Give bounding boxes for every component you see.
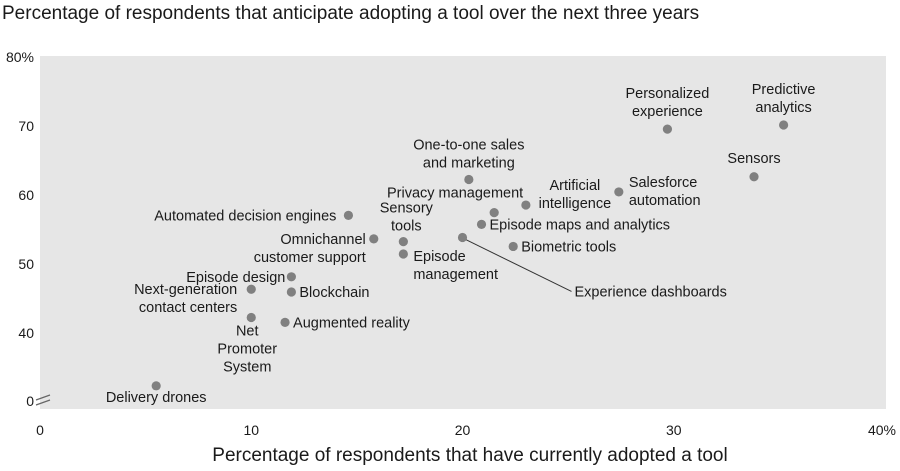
data-point-episode-maps-and-analytics <box>476 219 487 229</box>
data-point-blockchain <box>286 287 296 297</box>
data-point-artificial-intelligence <box>521 200 531 210</box>
y-tick-label: 70 <box>18 118 34 134</box>
leader-line-experience-dashboards <box>465 239 572 292</box>
point-label-automated-decision-engines: Automated decision engines <box>154 208 336 224</box>
point-label-privacy-management: Privacy management <box>387 186 523 202</box>
point-label-biometric-tools: Biometric tools <box>521 239 616 255</box>
data-point-omnichannel-customer-support <box>369 234 379 244</box>
data-point-privacy-management <box>489 208 499 218</box>
leader-lines <box>465 239 572 292</box>
data-point-augmented-reality <box>280 317 290 327</box>
data-point-one-to-one-sales-and-marketing <box>464 174 474 185</box>
data-point-delivery-drones <box>151 381 161 391</box>
y-tick-labels: 0 40 50 60 70 80% <box>6 49 34 409</box>
data-point-sensors <box>749 172 759 182</box>
data-point-episode-design <box>286 272 296 282</box>
x-tick-label: 0 <box>36 422 44 438</box>
point-label-delivery-drones: Delivery drones <box>106 390 207 406</box>
y-tick-label: 80% <box>6 49 34 65</box>
plot-area <box>40 56 886 409</box>
chart-title: Percentage of respondents that anticipat… <box>2 3 699 24</box>
point-label-episode-design: Episode design <box>186 270 285 286</box>
data-point-biometric-tools <box>508 241 518 252</box>
data-point-experience-dashboards <box>457 232 468 243</box>
x-tick-label: 40% <box>868 422 896 438</box>
data-point-salesforce-automation <box>614 187 624 197</box>
data-point-personalized-experience <box>662 124 673 134</box>
data-point-predictive-analytics <box>779 120 789 130</box>
x-tick-label: 30 <box>666 422 682 438</box>
x-tick-label: 10 <box>243 422 259 438</box>
data-points <box>151 120 789 391</box>
y-tick-label: 50 <box>18 256 34 272</box>
y-tick-label: 60 <box>18 187 34 203</box>
point-label-experience-dashboards: Experience dashboards <box>575 284 727 300</box>
y-tick-label: 40 <box>18 325 34 341</box>
data-point-episode-management <box>398 249 408 259</box>
point-label-episode-maps-and-analytics: Episode maps and analytics <box>490 217 671 233</box>
point-label-sensors: Sensors <box>727 151 780 167</box>
point-label-augmented-reality: Augmented reality <box>293 315 411 331</box>
point-label-blockchain: Blockchain <box>299 285 369 301</box>
data-point-sensory-tools <box>398 237 408 247</box>
data-point-automated-decision-engines <box>343 210 354 220</box>
x-tick-label: 20 <box>455 422 471 438</box>
x-axis-label: Percentage of respondents that have curr… <box>212 445 727 466</box>
data-point-net-promoter-system <box>246 312 256 323</box>
y-tick-label: 0 <box>26 393 34 409</box>
y-axis-break-mark <box>35 394 51 406</box>
x-tick-labels: 0 10 20 30 40% <box>36 422 896 438</box>
data-point-next-generation-contact-centers <box>246 284 256 294</box>
